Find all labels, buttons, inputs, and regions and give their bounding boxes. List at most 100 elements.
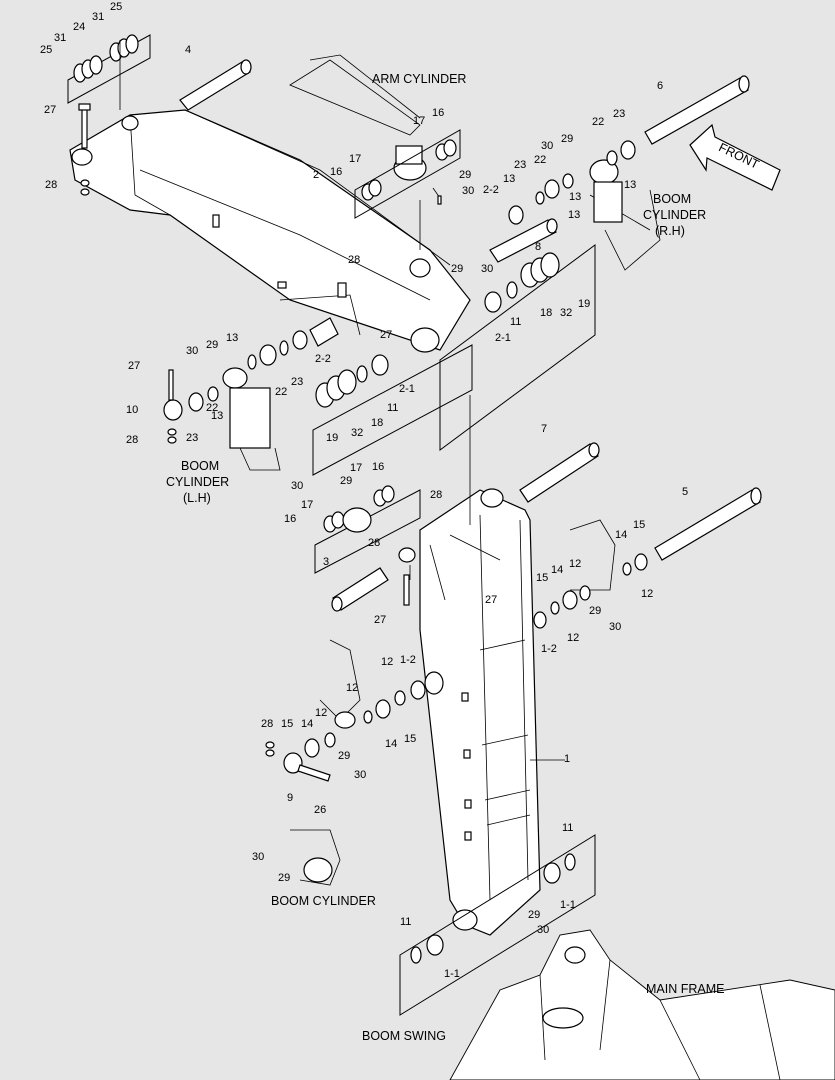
callout-label: 30: [291, 480, 303, 492]
boom-cylinder-lh: [222, 367, 281, 471]
leader-lines: [119, 40, 565, 761]
callout-label: 1-1: [444, 968, 460, 980]
callout-label: 22: [275, 386, 287, 398]
callout-label: 30: [537, 924, 549, 936]
callout-label: 12: [641, 588, 653, 600]
callout-label: 27: [44, 104, 56, 116]
callout-label: 29: [278, 872, 290, 884]
callout-label: 30: [541, 140, 553, 152]
callout-label: 29: [589, 605, 601, 617]
callout-label: 30: [481, 263, 493, 275]
callout-label: 25: [110, 1, 122, 13]
callout-label: 16: [432, 107, 444, 119]
callout-label: 18: [371, 417, 383, 429]
callout-label: 2-2: [315, 353, 331, 365]
callout-label: 15: [536, 572, 548, 584]
callout-label: 11: [562, 822, 573, 834]
callout-label: 3: [323, 556, 329, 568]
arm-cylinder: [289, 54, 427, 181]
callout-label: 31: [54, 32, 66, 44]
callout-label: 2-1: [399, 383, 415, 395]
boom-cylinder-lower: [290, 639, 361, 886]
callout-label: 27: [374, 614, 386, 626]
callout-label: 29: [459, 169, 471, 181]
callout-label: 28: [45, 179, 57, 191]
callout-label: 28: [348, 254, 360, 266]
callout-label: 29: [206, 339, 218, 351]
callout-label: 28: [261, 718, 273, 730]
callout-label: 28: [368, 537, 380, 549]
callout-label: 16: [330, 166, 342, 178]
callout-label: 16: [284, 513, 296, 525]
callout-label: 13: [569, 191, 581, 203]
callout-label: 29: [340, 475, 352, 487]
callout-label: 13: [568, 209, 580, 221]
callout-label: 29: [528, 909, 540, 921]
callout-label: 15: [281, 718, 293, 730]
callout-label: 22: [534, 154, 546, 166]
callout-label: 22: [206, 402, 218, 414]
callout-label: 9: [287, 792, 293, 804]
pin-5: [654, 487, 762, 561]
callout-label: 28: [430, 489, 442, 501]
callout-label: 12: [567, 632, 579, 644]
callout-label: 1-1: [560, 899, 576, 911]
callout-label: 22: [592, 116, 604, 128]
caption-boom-cylinder-lh-3: (L.H): [183, 491, 211, 505]
caption-boom-cylinder-rh-3: (R.H): [655, 224, 685, 238]
callout-label: 18: [540, 307, 552, 319]
callout-label: 11: [387, 402, 398, 414]
callout-label: 23: [514, 159, 526, 171]
callout-label: 12: [346, 682, 358, 694]
callout-label: 32: [560, 307, 572, 319]
front-arrow: [689, 123, 781, 191]
callout-label: 13: [211, 410, 223, 422]
callout-label: 2-2: [483, 184, 499, 196]
callout-label: 10: [126, 404, 138, 416]
callout-label: 7: [541, 423, 547, 435]
caption-boom-cylinder-lh-1: BOOM: [181, 459, 219, 473]
caption-arm-cylinder: ARM CYLINDER: [372, 72, 466, 86]
callout-label: 17: [350, 462, 362, 474]
callout-label: 13: [503, 173, 515, 185]
callout-label: 27: [380, 329, 392, 341]
caption-boom-swing: BOOM SWING: [362, 1029, 446, 1043]
boom-cylinder-rh: [589, 159, 661, 271]
lh-bushings: [163, 369, 219, 444]
callout-label: 32: [351, 427, 363, 439]
callout-label: 31: [92, 11, 104, 23]
upper-boom-part-2: [69, 109, 471, 353]
callout-label: 14: [385, 738, 397, 750]
main-frame: [449, 929, 835, 1080]
callout-label: 1: [564, 753, 570, 765]
caption-boom-cylinder-rh-2: CYLINDER: [643, 208, 706, 222]
callout-label: 6: [657, 80, 663, 92]
callout-label: 26: [314, 804, 326, 816]
caption-boom-cylinder: BOOM CYLINDER: [271, 894, 376, 908]
callout-label: 8: [535, 241, 541, 253]
callout-label: 30: [609, 621, 621, 633]
caption-boom-cylinder-rh-1: BOOM: [653, 192, 691, 206]
callout-label: 17: [349, 153, 361, 165]
caption-main-frame: MAIN FRAME: [646, 982, 724, 996]
pin-6: [644, 75, 750, 145]
callout-label: 17: [413, 115, 425, 127]
pin-9-bolt-26: [265, 741, 331, 782]
callout-label: 14: [615, 529, 627, 541]
lower-boom-part-1: [419, 488, 541, 936]
callout-label: 11: [400, 916, 411, 928]
callout-label: 15: [633, 519, 645, 531]
callout-label: 29: [561, 133, 573, 145]
pin-8: [489, 218, 558, 263]
callout-label: 5: [682, 486, 688, 498]
callout-label: 28: [126, 434, 138, 446]
callout-label: 14: [301, 718, 313, 730]
callout-label: 27: [128, 360, 140, 372]
caption-boom-cylinder-lh-2: CYLINDER: [166, 475, 229, 489]
callout-label: 14: [551, 564, 563, 576]
callout-label: 1-2: [541, 643, 557, 655]
callout-label: 1-2: [400, 654, 416, 666]
callout-label: 16: [372, 461, 384, 473]
